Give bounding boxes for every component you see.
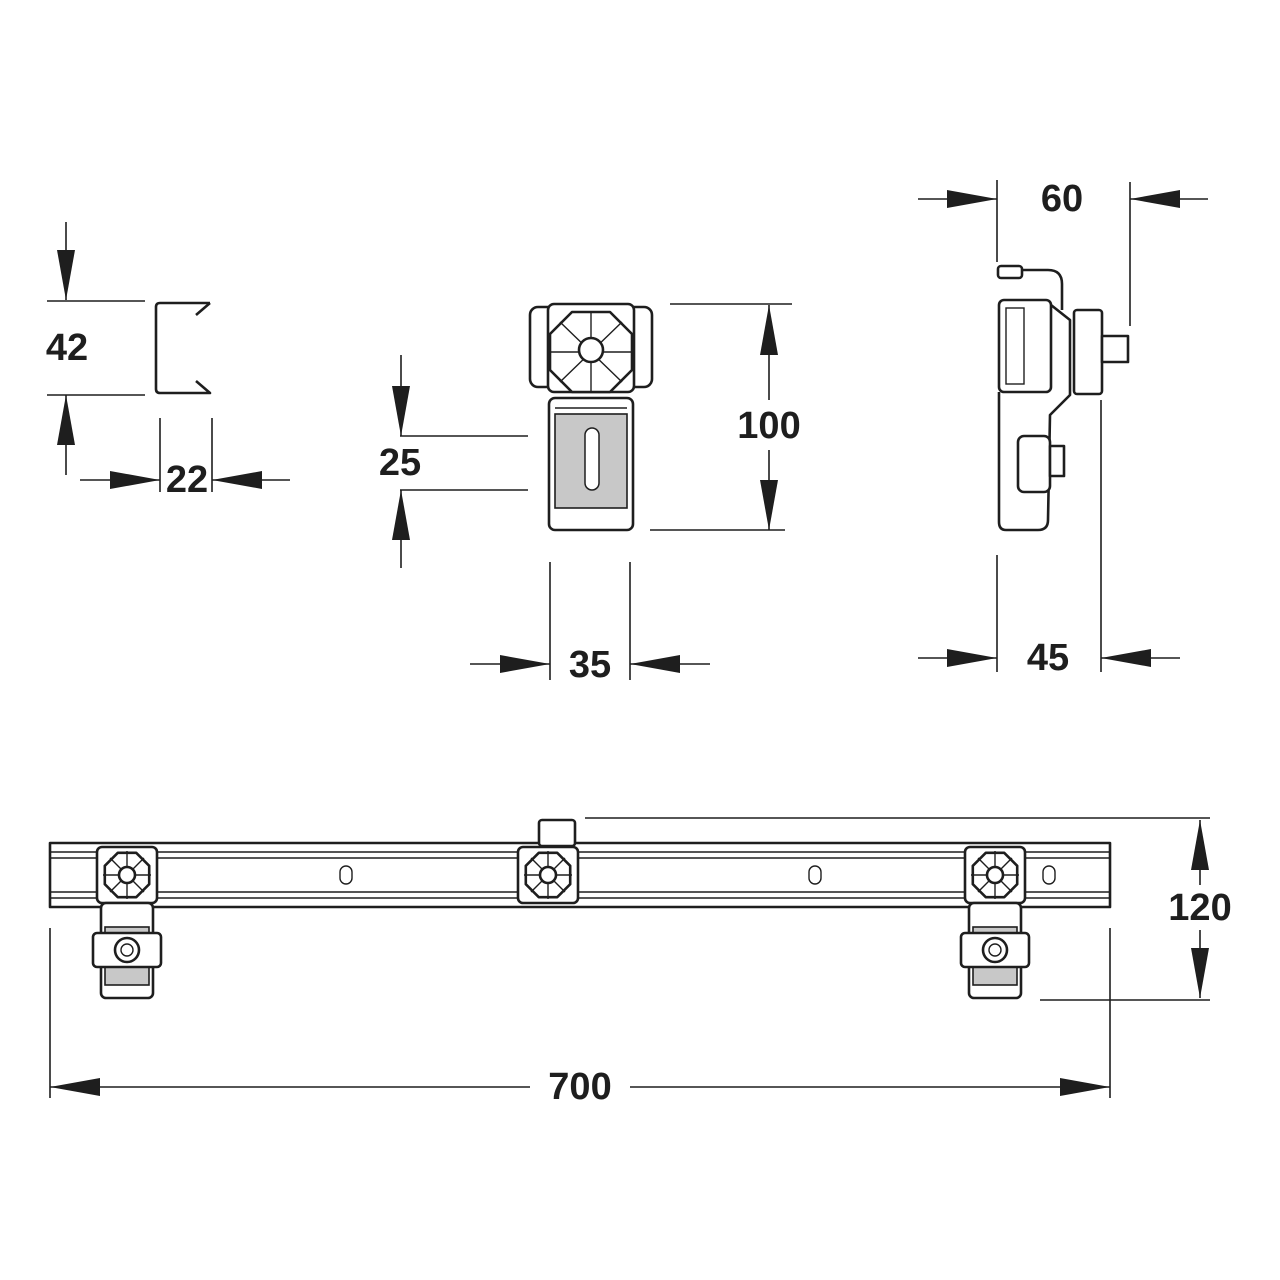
arrowhead (57, 395, 75, 445)
hanger-side-view (996, 264, 1130, 532)
arrowhead (947, 190, 997, 208)
bolt-icon (113, 936, 141, 964)
rail-assembly (48, 818, 1112, 1000)
arrowhead (1130, 190, 1180, 208)
arrowhead (1191, 948, 1209, 998)
hanger-bracket (516, 845, 580, 905)
arrowhead (110, 471, 160, 489)
hanger-bracket (91, 845, 163, 1000)
hanger-front-view (528, 302, 654, 532)
arrowhead (392, 490, 410, 540)
dimension-arrows (50, 190, 1209, 1096)
arrowhead (630, 655, 680, 673)
arrowhead (392, 386, 410, 436)
arrowhead (1060, 1078, 1110, 1096)
arrowhead (1191, 820, 1209, 870)
arrowhead (947, 649, 997, 667)
dim-label-25: 25 (379, 442, 421, 484)
channel-profile (154, 301, 212, 395)
arrowhead (500, 655, 550, 673)
dim-label-100: 100 (737, 405, 800, 447)
dim-label-42: 42 (46, 327, 88, 369)
arrowhead (1101, 649, 1151, 667)
dim-label-45: 45 (1027, 637, 1069, 679)
dim-label-120: 120 (1168, 887, 1231, 929)
bolt-icon (981, 936, 1009, 964)
arrowhead (57, 250, 75, 300)
dim-label-60: 60 (1041, 178, 1083, 220)
dim-label-22: 22 (166, 459, 208, 501)
dim-label-700: 700 (548, 1066, 611, 1108)
hanger-bracket (959, 845, 1031, 1000)
arrowhead (50, 1078, 100, 1096)
arrowhead (760, 480, 778, 530)
arrowhead (760, 305, 778, 355)
arrowhead (212, 471, 262, 489)
dim-label-35: 35 (569, 644, 611, 686)
